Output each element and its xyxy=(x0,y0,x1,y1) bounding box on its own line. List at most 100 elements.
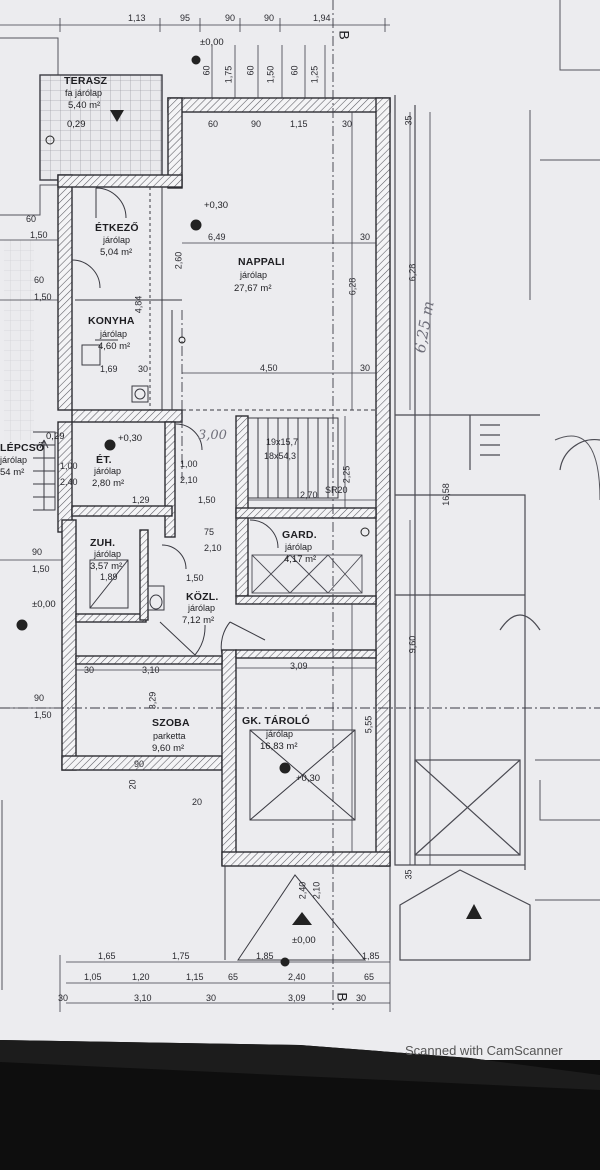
room-area-nappali: 27,67 m² xyxy=(234,283,272,294)
terrace-tiles xyxy=(40,75,162,180)
dim-b3-5: 30 xyxy=(356,993,367,1003)
room-floor-wc: járólap xyxy=(94,466,122,476)
dim-649: 6,49 xyxy=(208,232,226,242)
room-area-tarolo: 16,83 m² xyxy=(260,741,298,752)
room-area-etkezo: 5,04 m² xyxy=(100,247,133,258)
dim-v-1: 60 xyxy=(201,65,212,76)
dim-100-wc: 1,00 xyxy=(180,459,198,469)
dim-555: 5,55 xyxy=(363,715,374,734)
room-name-szoba: SZOBA xyxy=(152,717,190,729)
dim-sr20: SR20 xyxy=(325,485,348,495)
axis-lines xyxy=(0,0,600,1010)
level-left: ±0,00 xyxy=(32,599,56,610)
right-arrow-icon xyxy=(466,904,482,919)
dim-1658: 16,58 xyxy=(440,483,451,506)
room-floor-terasz: fa járólap xyxy=(65,88,103,98)
axis-label-b-bottom: B xyxy=(334,992,351,1002)
wardrobe-marks xyxy=(251,554,363,594)
level-markers xyxy=(16,55,370,967)
level-garage: +0,30 xyxy=(296,773,321,784)
paper-sheet xyxy=(0,0,600,1075)
axis-label-b: B xyxy=(336,30,353,40)
level-wc: +0,30 xyxy=(118,433,143,444)
room-floor-tarolo: járólap xyxy=(266,729,294,739)
dim-b3-2: 3,10 xyxy=(134,993,152,1003)
room-name-wc: ÉT. xyxy=(96,454,112,466)
garage-entry xyxy=(224,729,391,961)
dim-v-6: 1,25 xyxy=(309,65,320,84)
garage-arrow-icon xyxy=(292,912,312,925)
dim-b3-1: 30 xyxy=(58,993,69,1003)
dim-310-mid: 3,10 xyxy=(142,665,160,675)
dim-top-3: 90 xyxy=(225,13,236,23)
dim-b2-5: 2,40 xyxy=(288,972,306,982)
dim-b3-3: 30 xyxy=(206,993,217,1003)
level-nappali: +0,30 xyxy=(204,200,229,211)
room-floor-etkezo: járólap xyxy=(103,235,131,245)
dim-260: 2,60 xyxy=(173,251,184,270)
room-floor-nappali: járólap xyxy=(240,270,268,280)
dim-960: 9,60 xyxy=(407,635,418,654)
handwriting-3-00: 3,00 xyxy=(198,428,227,443)
dim-b3-4: 3,09 xyxy=(288,993,306,1003)
door-swings xyxy=(71,187,279,656)
dim-b2-4: 65 xyxy=(228,972,239,982)
room-area-terasz: 5,40 m² xyxy=(68,100,101,111)
dim-150-kozl: 1,50 xyxy=(186,573,204,583)
dim-484: 4,84 xyxy=(133,295,144,314)
dim-left-90: 90 xyxy=(32,547,43,557)
room-area-konyha: 4,60 m² xyxy=(98,341,131,352)
dim-b1-1: 1,65 xyxy=(98,951,116,961)
room-area-wc: 2,80 m² xyxy=(92,478,125,489)
dim-b1-3: 1,85 xyxy=(256,951,274,961)
dim-309-mid: 3,09 xyxy=(290,661,308,671)
dim-90-szoba: 90 xyxy=(134,759,145,769)
dim-lintel-3: 1,15 xyxy=(290,119,308,129)
dim-v-2: 1,75 xyxy=(223,65,234,84)
room-name-etkezo: ÉTKEZŐ xyxy=(95,222,139,234)
room-floor-kozl: járólap xyxy=(188,603,216,613)
dim-169: 1,69 xyxy=(100,364,118,374)
room-floor-zuh: járólap xyxy=(94,549,122,559)
dim-75: 75 xyxy=(204,527,215,537)
dim-225: 2,25 xyxy=(341,465,352,484)
room-name-terasz: TERASZ xyxy=(64,75,108,87)
dim-30-konyha: 30 xyxy=(138,364,149,374)
dim-270: 2,70 xyxy=(300,490,318,500)
neighbour-hatch xyxy=(4,240,34,440)
dimension-lines xyxy=(0,18,431,1012)
dim-top-5: 1,94 xyxy=(313,13,331,23)
dim-189: 1,89 xyxy=(100,572,118,582)
room-area-szoba: 9,60 m² xyxy=(152,743,185,754)
dim-129: 1,29 xyxy=(132,495,150,505)
dim-left-60: 60 xyxy=(26,214,37,224)
stair-sub-label: 18x54,3 xyxy=(264,451,297,461)
dim-v-3: 60 xyxy=(245,65,256,76)
dim-628-a: 6,28 xyxy=(347,277,358,296)
dim-b2-1: 1,05 xyxy=(84,972,102,982)
room-name-gard: GARD. xyxy=(282,529,317,541)
room-floor-szoba: parketta xyxy=(153,731,186,741)
room-area-kozl: 7,12 m² xyxy=(182,615,215,626)
room-name-tarolo: GK. TÁROLÓ xyxy=(242,715,310,727)
dim-left-150c: 1,50 xyxy=(32,564,50,574)
paper-edge xyxy=(0,1040,600,1090)
dim-lintel-1: 60 xyxy=(208,119,219,129)
stair xyxy=(33,417,339,511)
dim-628-b: 6,28 xyxy=(407,263,418,282)
dim-left-150d: 1,50 xyxy=(34,710,52,720)
room-name-konyha: KONYHA xyxy=(88,315,135,327)
dim-210-gard: 2,10 xyxy=(204,543,222,553)
room-floor-konyha: járólap xyxy=(100,329,128,339)
room-name-nappali: NAPPALI xyxy=(238,256,285,268)
dim-20-a: 20 xyxy=(127,779,138,790)
room-area-zuh: 3,57 m² xyxy=(90,561,123,572)
dim-30-450: 30 xyxy=(360,363,371,373)
dim-240-lepcso: 2,40 xyxy=(60,477,78,487)
dim-35: 35 xyxy=(403,115,414,126)
level-bottom: ±0,00 xyxy=(292,935,316,946)
dim-35-bottom: 35 xyxy=(403,869,414,880)
dim-v-4: 1,50 xyxy=(265,65,276,84)
dim-329: 3,29 xyxy=(147,691,158,710)
dim-b1-2: 1,75 xyxy=(172,951,190,961)
